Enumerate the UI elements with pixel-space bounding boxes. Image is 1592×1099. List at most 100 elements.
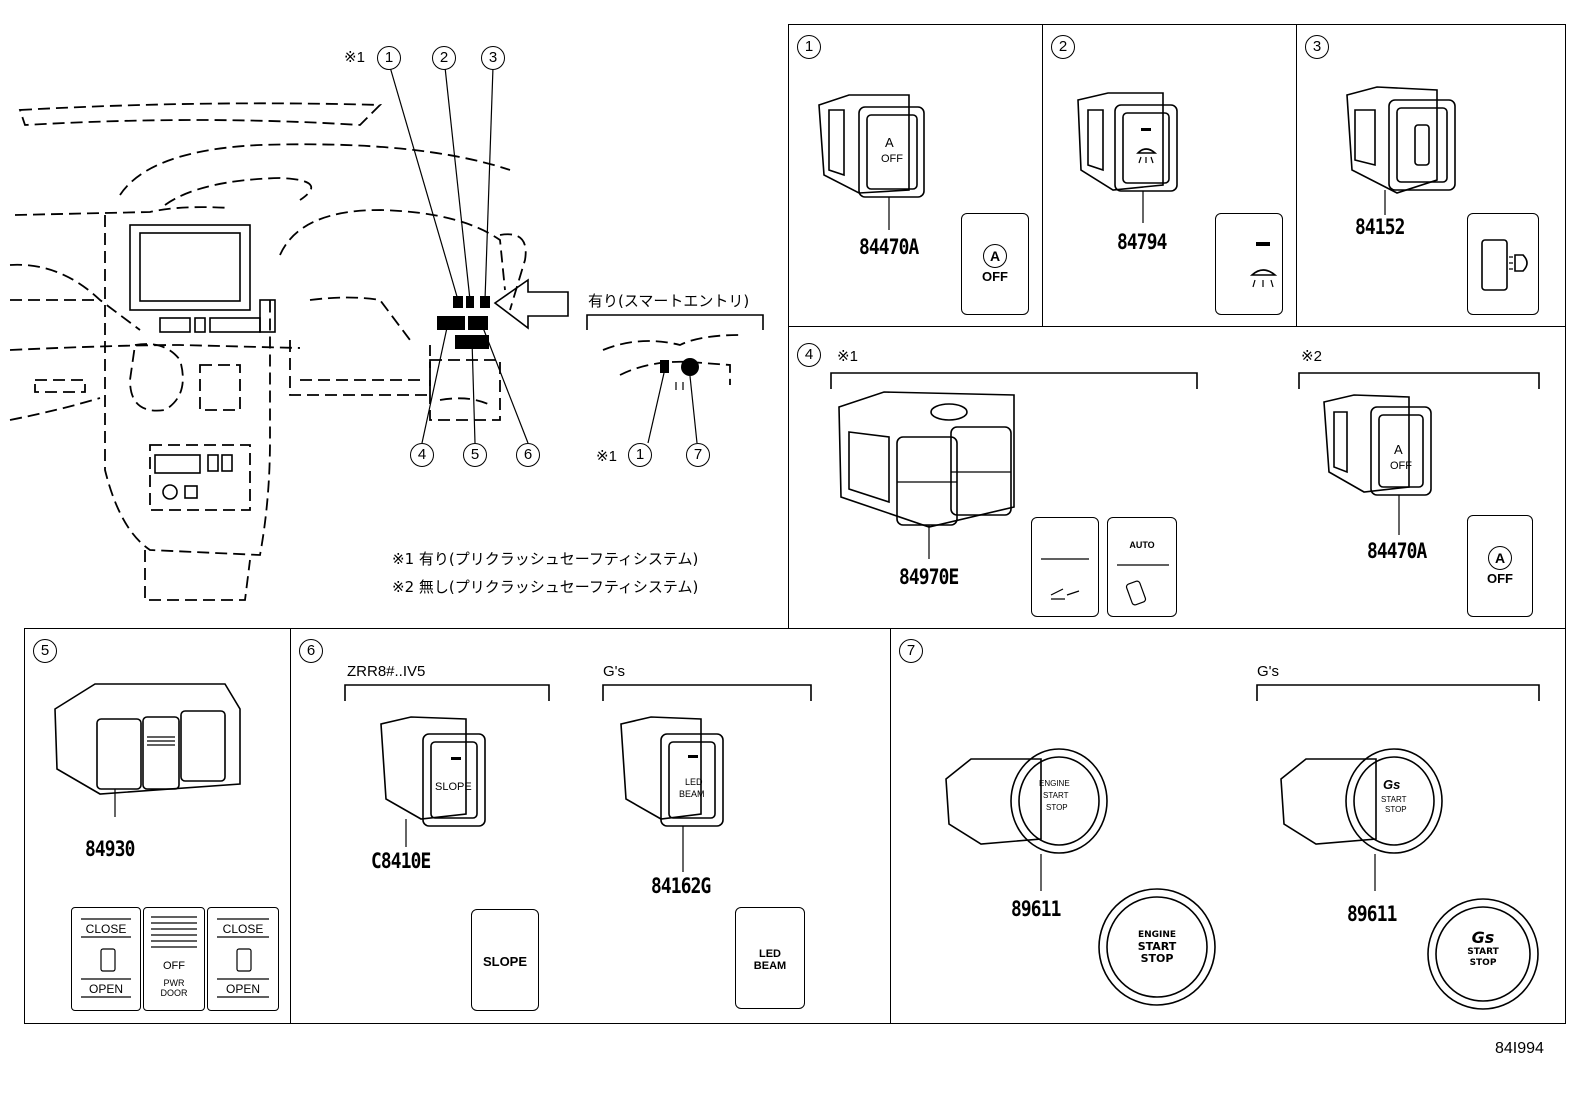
icon-a-letter-2: A: [1488, 546, 1512, 570]
variant-label-2: G's: [603, 663, 626, 680]
icon-pwr-label: PWR: [163, 978, 185, 988]
icon-a-off-2: A OFF: [1467, 515, 1533, 617]
part-number-89611-1: 89611: [1011, 897, 1061, 921]
panel-6-number: 6: [299, 639, 323, 663]
icon-gs-start-stop: Gs START STOP: [1433, 929, 1533, 969]
icon-right-open: OPEN: [225, 982, 260, 996]
footnote-2: ※2 無し(プリクラッシュセーフティシステム): [392, 578, 699, 596]
switch-gs-logo-face: Gs: [1383, 777, 1401, 792]
icon-auto-text: AUTO: [1129, 540, 1155, 550]
footnote-1: ※1 有り(プリクラッシュセーフティシステム): [392, 550, 699, 568]
power-door-icon-lines: [81, 916, 269, 998]
callout-6: 6: [516, 443, 540, 467]
icon-rear-defogger: [1215, 213, 1283, 315]
icon-slope: SLOPE: [471, 909, 539, 1011]
icon-right-close: CLOSE: [222, 922, 264, 936]
switch-beam-face: BEAM: [679, 789, 705, 799]
smart-entry-callout-7: 7: [686, 443, 710, 467]
callout-1: 1: [377, 46, 401, 70]
icon-off-text: OFF: [982, 269, 1008, 284]
icon-right-door: CLOSE OPEN: [207, 907, 279, 1011]
panel-3-number: 3: [1305, 35, 1329, 59]
panel-4: 4 ※1 ※2 A OFF 84970E 84470A AUTO A OFF: [788, 326, 1566, 630]
marker-note: ※1: [344, 49, 365, 66]
icon-slope-text: SLOPE: [482, 954, 528, 969]
part-number-84794: 84794: [1117, 230, 1167, 254]
switch-84470A-face-bottom-2: OFF: [1390, 460, 1412, 472]
overview-area: ※1 1 2 3 4 5 6 有り(スマートエントリ) ※1 1 7 ※1 有り…: [0, 0, 790, 630]
switch-84152-drawing: [1346, 86, 1528, 291]
icon-auto-high-beam: AUTO: [1107, 517, 1177, 617]
panel-5: 5 84930 CLOSE OPEN OFF PWR DOOR CLOSE OP…: [24, 628, 292, 1024]
icon-stop-text: STOP: [1140, 952, 1174, 965]
icon-pcs-off: [1031, 517, 1099, 617]
panel-6: 6 ZRR8#..IV5 G's SLOPE LED BEAM C8410E 8…: [290, 628, 892, 1024]
switch-c8410e-84162g-drawing: [344, 684, 812, 937]
icon-left-close: CLOSE: [85, 922, 127, 936]
icon-a-off: A OFF: [961, 213, 1029, 315]
switch-slope-face: SLOPE: [435, 781, 472, 793]
panel-3: 3 84152: [1296, 24, 1566, 328]
icon-gs-logo: Gs: [1471, 928, 1495, 947]
smart-entry-callout-1: 1: [628, 443, 652, 467]
switch-84470A-face-bottom: OFF: [881, 153, 903, 165]
switch-84930-drawing: [54, 683, 241, 817]
icon-headlight-leveling: [1467, 213, 1539, 315]
panel-5-number: 5: [33, 639, 57, 663]
part-number-84162G: 84162G: [651, 874, 711, 898]
part-number-84470A: 84470A: [859, 235, 919, 259]
dashboard-drawing: [9, 66, 764, 601]
icon-engine-start-stop: ENGINE START STOP: [1107, 929, 1207, 965]
callout-3: 3: [481, 46, 505, 70]
panel-2-number: 2: [1051, 35, 1075, 59]
part-number-C8410E: C8410E: [371, 849, 431, 873]
callout-2: 2: [432, 46, 456, 70]
diagram-code: 84I994: [1495, 1040, 1544, 1057]
smart-entry-label: 有り(スマートエントリ): [588, 292, 750, 310]
panel-7: 7 G's ENGINE START STOP Gs START STOP 89…: [890, 628, 1566, 1024]
panel-4-note-2: ※2: [1301, 348, 1322, 365]
icon-off-text-2: OFF: [1487, 571, 1513, 586]
icon-door-label: DOOR: [160, 988, 188, 998]
panel-4-number: 4: [797, 343, 821, 367]
switch-84970E-drawing: [830, 372, 1540, 606]
part-number-89611-2: 89611: [1347, 902, 1397, 926]
switch-gs-stop-face: STOP: [1385, 805, 1407, 814]
switch-84794-drawing: [1077, 92, 1278, 288]
icon-a-letter: A: [983, 244, 1007, 268]
part-number-84970E: 84970E: [899, 565, 959, 589]
icon-power-door-set: CLOSE OPEN OFF PWR DOOR CLOSE OPEN: [71, 907, 283, 1011]
icon-led-text: LED: [759, 948, 781, 960]
part-number-84152: 84152: [1355, 215, 1405, 239]
switch-84470A-face-top-2: A: [1394, 442, 1403, 457]
push-start-switch-drawing: [945, 684, 1540, 1010]
switch-led-face: LED: [685, 777, 703, 787]
panel-1-number: 1: [797, 35, 821, 59]
icon-power-door-off: OFF PWR DOOR: [143, 907, 205, 1011]
callout-5: 5: [463, 443, 487, 467]
icon-engine-text: ENGINE: [1137, 930, 1177, 940]
icon-beam-text: BEAM: [753, 960, 787, 972]
switch-84470A-face-top: A: [885, 135, 894, 150]
panel-2: 2 84794: [1042, 24, 1298, 328]
callout-4: 4: [410, 443, 434, 467]
panel-1: 1 A OFF 84470A A OFF: [788, 24, 1044, 328]
panel-7-number: 7: [899, 639, 923, 663]
icon-led-beam: LED BEAM: [735, 907, 805, 1009]
icon-left-door: CLOSE OPEN: [71, 907, 141, 1011]
smart-entry-note: ※1: [596, 448, 617, 465]
panel-4-note-1: ※1: [837, 348, 858, 365]
icon-off-label: OFF: [163, 960, 185, 972]
icon-gs-start-text: START: [1467, 947, 1499, 957]
switch-gs-start-face: START: [1381, 795, 1407, 804]
switch-start-face: START: [1043, 791, 1069, 800]
switch-engine-face: ENGINE: [1039, 779, 1070, 788]
variant-label-1: ZRR8#..IV5: [347, 663, 426, 680]
icon-start-text: START: [1137, 940, 1177, 953]
variant-label-gs: G's: [1257, 663, 1280, 680]
icon-gs-stop-text: STOP: [1469, 958, 1497, 968]
icon-left-open: OPEN: [88, 982, 123, 996]
switch-stop-face: STOP: [1046, 803, 1068, 812]
part-number-84930: 84930: [85, 837, 135, 861]
part-number-84470A-2: 84470A: [1367, 539, 1427, 563]
